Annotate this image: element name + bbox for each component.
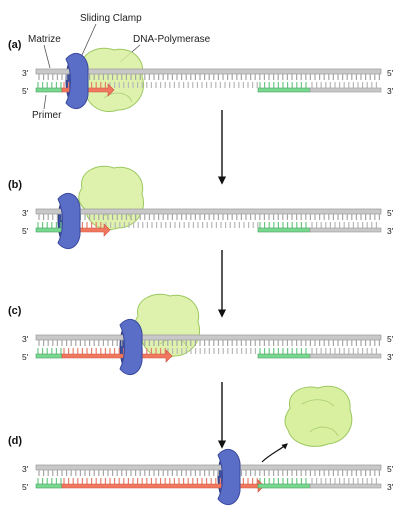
template-leader	[43, 44, 51, 69]
dna-polymerase	[134, 293, 200, 358]
end-label-top-left: 3'	[22, 208, 29, 218]
clamp-leader	[81, 23, 97, 56]
sliding-clamp	[119, 318, 143, 376]
panel-b: (b) 3' 5' 5' 3'	[8, 165, 394, 250]
lower-strand-tail	[309, 87, 382, 93]
downstream-primer	[257, 353, 311, 359]
primer-leader	[43, 94, 47, 110]
end-label-top-right: 5'	[387, 208, 394, 218]
new-strand-arrow	[61, 479, 265, 493]
primer-strand	[35, 227, 63, 233]
downstream-primer	[257, 87, 311, 93]
sliding-clamp	[57, 192, 81, 250]
template-strand	[35, 68, 382, 75]
end-label-bottom-right: 3'	[387, 482, 394, 492]
dna-polymerase	[78, 165, 144, 230]
lower-strand-tail	[309, 353, 382, 359]
panel-c: (c) 3' 5' 5' 3'	[8, 293, 394, 376]
primer-strand	[35, 353, 63, 359]
primer-strand	[35, 87, 63, 93]
template-strand	[35, 334, 382, 341]
lower-rungs	[37, 348, 377, 354]
polymerase-fold	[103, 92, 133, 103]
end-label-bottom-right: 3'	[387, 226, 394, 236]
panels: (a) 3' 5' 5' 3' (b) 3' 5' 5' 3' (c) 3' 5' 5' 3' (d) 3' 5'…	[8, 39, 394, 506]
downstream-primer	[257, 227, 311, 233]
end-label-top-right: 5'	[387, 334, 394, 344]
end-label-top-right: 5'	[387, 68, 394, 78]
end-label-top-left: 3'	[22, 68, 29, 78]
panel-d: (d) 3' 5' 5' 3'	[8, 435, 394, 506]
release-arrow	[261, 443, 288, 463]
lower-rungs	[37, 222, 377, 228]
released-polymerase	[284, 385, 353, 447]
panel-label: (a)	[8, 39, 22, 51]
end-label-bottom-right: 3'	[387, 352, 394, 362]
polymerase-label: DNA-Polymerase	[133, 34, 211, 45]
base-pair-rungs	[38, 470, 380, 476]
base-pair-rungs	[38, 214, 380, 220]
lower-strand-tail	[309, 483, 382, 489]
template-label: Matrize	[28, 34, 61, 45]
sliding-clamp	[65, 52, 89, 110]
panel-a: (a) 3' 5' 5' 3'	[8, 39, 394, 112]
lower-rungs	[37, 82, 377, 88]
downstream-primer	[257, 483, 311, 489]
template-strand	[35, 208, 382, 215]
clamp-label: Sliding Clamp	[80, 13, 142, 24]
end-label-top-left: 3'	[22, 464, 29, 474]
end-label-bottom-left: 5'	[22, 352, 29, 362]
template-strand	[35, 464, 382, 471]
panel-label: (d)	[8, 435, 22, 447]
end-label-bottom-left: 5'	[22, 482, 29, 492]
end-label-bottom-right: 3'	[387, 86, 394, 96]
end-label-bottom-left: 5'	[22, 86, 29, 96]
panel-label: (b)	[8, 179, 22, 191]
primer-strand	[35, 483, 63, 489]
lower-rungs	[37, 478, 377, 484]
base-pair-rungs	[38, 340, 380, 346]
sliding-clamp	[217, 448, 241, 506]
base-pair-rungs	[38, 74, 380, 80]
end-label-top-left: 3'	[22, 334, 29, 344]
lower-strand-tail	[309, 227, 382, 233]
primer-label: Primer	[32, 110, 62, 121]
end-label-top-right: 5'	[387, 464, 394, 474]
end-label-bottom-left: 5'	[22, 226, 29, 236]
panel-label: (c)	[8, 305, 22, 317]
new-strand-arrow	[61, 349, 173, 363]
